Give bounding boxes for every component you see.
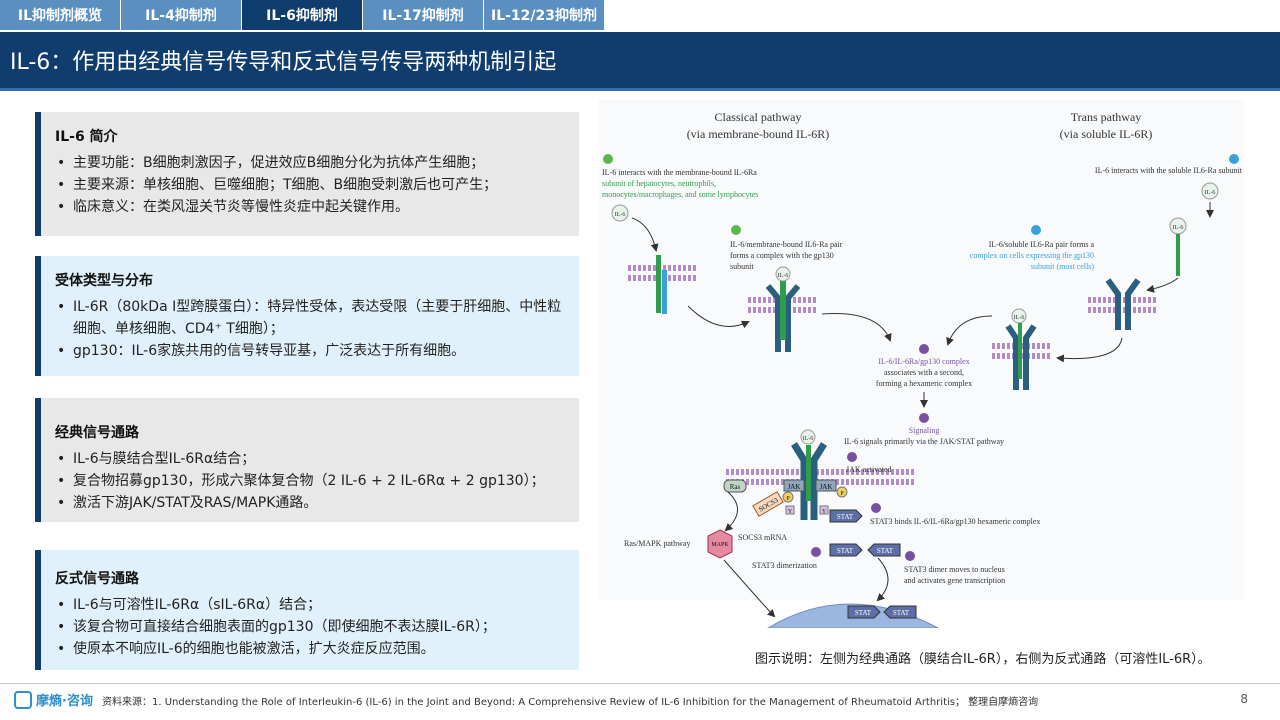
classical-subtitle: (via membrane-bound IL-6R) xyxy=(687,127,830,141)
list-item: 主要来源：单核细胞、巨噬细胞；T细胞、B细胞受刺激后也可产生； xyxy=(55,174,565,196)
receptor-complex-center: IL-6 xyxy=(992,308,1052,390)
stat-nuclear-right xyxy=(883,605,917,619)
receptor-box: 受体类型与分布 IL-6R（80kDa I型跨膜蛋白）：特异性受体，表达受限（主… xyxy=(35,256,579,376)
step8-line1: STAT3 dimer moves to nucleus xyxy=(904,565,1005,574)
page-number: 8 xyxy=(1240,692,1248,706)
footer: 摩熵·咨询 资料来源：1. Understanding the Role of … xyxy=(0,683,1280,720)
trans-subtitle: (via soluble IL-6R) xyxy=(1060,127,1153,141)
list-item: 使原本不响应IL-6的细胞也能被激活，扩大炎症反应范围。 xyxy=(55,638,565,660)
list-item: IL-6R（80kDa I型跨膜蛋白）：特异性受体，表达受限（主要于肝细胞、中性… xyxy=(55,296,565,340)
soluble-il6r xyxy=(1176,234,1180,276)
svg-text:Y: Y xyxy=(822,509,827,515)
stat-dimer-right xyxy=(867,543,901,557)
svg-text:JAK: JAK xyxy=(820,483,833,491)
il6-pathway-diagram: Classical pathway (via membrane-bound IL… xyxy=(598,100,1244,628)
list-item: 主要功能：B细胞刺激因子，促进效应B细胞分化为抗体产生细胞； xyxy=(55,152,565,174)
tab-il4-inhibitors[interactable]: IL-4抑制剂 xyxy=(121,0,241,30)
step8-line2: and activates gene transcription xyxy=(904,576,1005,585)
classic-heading: 经典信号通路 xyxy=(55,425,139,441)
list-item: gp130：IL-6家族共用的信号转导亚基，广泛表达于所有细胞。 xyxy=(55,340,565,362)
list-item: IL-6与可溶性IL-6Rα（sIL-6Rα）结合； xyxy=(55,594,565,616)
list-item: 该复合物可直接结合细胞表面的gp130（即使细胞不表达膜IL-6R）； xyxy=(55,616,565,638)
svg-text:STAT: STAT xyxy=(855,609,872,617)
pathway-svg: Classical pathway (via membrane-bound IL… xyxy=(598,100,1244,628)
trans-heading: 反式信号通路 xyxy=(55,571,139,587)
svg-text:IL-6: IL-6 xyxy=(615,212,626,218)
mapk-hexagon xyxy=(707,529,733,559)
step3-line3: forming a hexameric complex xyxy=(876,379,972,388)
step1-left-marker xyxy=(603,154,613,164)
step2-left-line3: subunit xyxy=(730,262,754,271)
svg-text:Ras: Ras xyxy=(730,483,741,491)
top-tab-bar: IL抑制剂概览 IL-4抑制剂 IL-6抑制剂 IL-17抑制剂 IL-12/2… xyxy=(0,0,605,30)
ras-box xyxy=(723,479,747,493)
step5-text: JAK activated xyxy=(846,465,892,474)
svg-text:STAT: STAT xyxy=(893,609,910,617)
receptor-complex-left: IL-6 xyxy=(748,266,818,352)
list-item: 激活下游JAK/STAT及RAS/MAPK通路。 xyxy=(55,492,565,514)
receptor-heading: 受体类型与分布 xyxy=(55,273,153,289)
list-item: IL-6与膜结合型IL-6Rα结合； xyxy=(55,448,565,470)
il6-molecule-left xyxy=(611,204,629,222)
jak-box-right xyxy=(815,479,837,492)
svg-text:IL-6: IL-6 xyxy=(778,273,789,279)
list-item: 临床意义：在类风湿关节炎等慢性炎症中起关键作用。 xyxy=(55,196,565,218)
classical-title: Classical pathway xyxy=(715,110,802,124)
step1-left-line1: IL-6 interacts with the membrane-bound I… xyxy=(602,168,757,177)
brand-logo: 摩熵·咨询 xyxy=(14,690,93,709)
il6-molecule-right xyxy=(1201,182,1219,200)
brand-name: 摩熵·咨询 xyxy=(36,694,93,709)
svg-text:IL-6: IL-6 xyxy=(803,436,814,442)
svg-text:JAK: JAK xyxy=(788,483,801,491)
step1-left-line3: monocytes/macrophages, and some lymphocy… xyxy=(602,190,758,199)
svg-text:STAT: STAT xyxy=(877,547,894,555)
svg-text:IL-6: IL-6 xyxy=(1205,190,1216,196)
page-title: IL-6：作用由经典信号传导和反式信号传导两种机制引起 xyxy=(0,32,1280,91)
step2-left-line1: IL-6/membrane-bound IL6-Ra pair xyxy=(730,240,843,249)
step6-text: STAT3 binds IL-6/IL-6Ra/gp130 hexameric … xyxy=(870,517,1040,526)
stat-dimer-left xyxy=(829,543,863,557)
ras-mapk-label: Ras/MAPK pathway xyxy=(624,539,690,548)
svg-text:MAPK: MAPK xyxy=(711,542,729,548)
step3-line1: IL-6/IL-6Ra/gp130 complex xyxy=(878,357,969,366)
svg-text:STAT: STAT xyxy=(837,547,854,555)
step1-right-marker xyxy=(1229,154,1239,164)
tab-il-overview[interactable]: IL抑制剂概览 xyxy=(0,0,120,30)
svg-text:P: P xyxy=(840,491,844,497)
intro-heading: IL-6 简介 xyxy=(55,129,118,145)
membrane-left xyxy=(628,255,698,314)
stat-nuclear-left xyxy=(847,605,881,619)
tab-il6-inhibitors[interactable]: IL-6抑制剂 xyxy=(242,0,362,30)
socs3-mrna-label: SOCS3 mRNA xyxy=(738,533,787,542)
trans-title: Trans pathway xyxy=(1071,110,1142,124)
figure-caption: 图示说明：左侧为经典通路（膜结合IL-6R），右侧为反式通路（可溶性IL-6R）… xyxy=(755,652,1211,667)
step4-line2: IL-6 signals primarily via the JAK/STAT … xyxy=(844,437,1004,446)
step3-line2: associates with a second, xyxy=(884,368,964,377)
tab-il17-inhibitors[interactable]: IL-17抑制剂 xyxy=(363,0,483,30)
list-item: 复合物招募gp130，形成六聚体复合物（2 IL-6 + 2 IL-6Rα + … xyxy=(55,470,565,492)
classic-pathway-box: 经典信号通路 IL-6与膜结合型IL-6Rα结合； 复合物招募gp130，形成六… xyxy=(35,398,579,522)
receptor-complex-right xyxy=(1088,278,1158,330)
brand-icon xyxy=(14,690,32,709)
svg-text:IL-6: IL-6 xyxy=(1173,225,1184,231)
step4-line1: Signaling xyxy=(909,426,940,435)
svg-text:Y: Y xyxy=(788,509,793,515)
step2-right-line1: IL-6/soluble IL6-Ra pair forms a xyxy=(989,240,1095,249)
jak-box-left xyxy=(783,479,805,492)
intro-box: IL-6 简介 主要功能：B细胞刺激因子，促进效应B细胞分化为抗体产生细胞； 主… xyxy=(35,112,579,236)
step2-right-line2: complex on cells expressing the gp130 xyxy=(970,251,1094,260)
tab-il12-23-inhibitors[interactable]: IL-12/23抑制剂 xyxy=(484,0,604,30)
step2-right-line3: subunit (most cells) xyxy=(1031,262,1094,271)
svg-text:IL-6: IL-6 xyxy=(1014,315,1025,321)
svg-text:P: P xyxy=(786,496,790,502)
trans-pathway-box: 反式信号通路 IL-6与可溶性IL-6Rα（sIL-6Rα）结合； 该复合物可直… xyxy=(35,550,579,670)
stat-near-receptor xyxy=(829,509,863,523)
step1-left-line2: subunit of hepatocytes, neutrophils, xyxy=(602,179,716,188)
socs3-box xyxy=(752,491,784,517)
step2-left-line2: forms a complex with the gp130 xyxy=(730,251,834,260)
step7-text: STAT3 dimerization xyxy=(752,561,817,570)
source-citation: 资料来源：1. Understanding the Role of Interl… xyxy=(102,697,1039,708)
step1-right-text: IL-6 interacts with the soluble IL6-Ra s… xyxy=(1095,166,1243,175)
svg-text:STAT: STAT xyxy=(837,513,854,521)
